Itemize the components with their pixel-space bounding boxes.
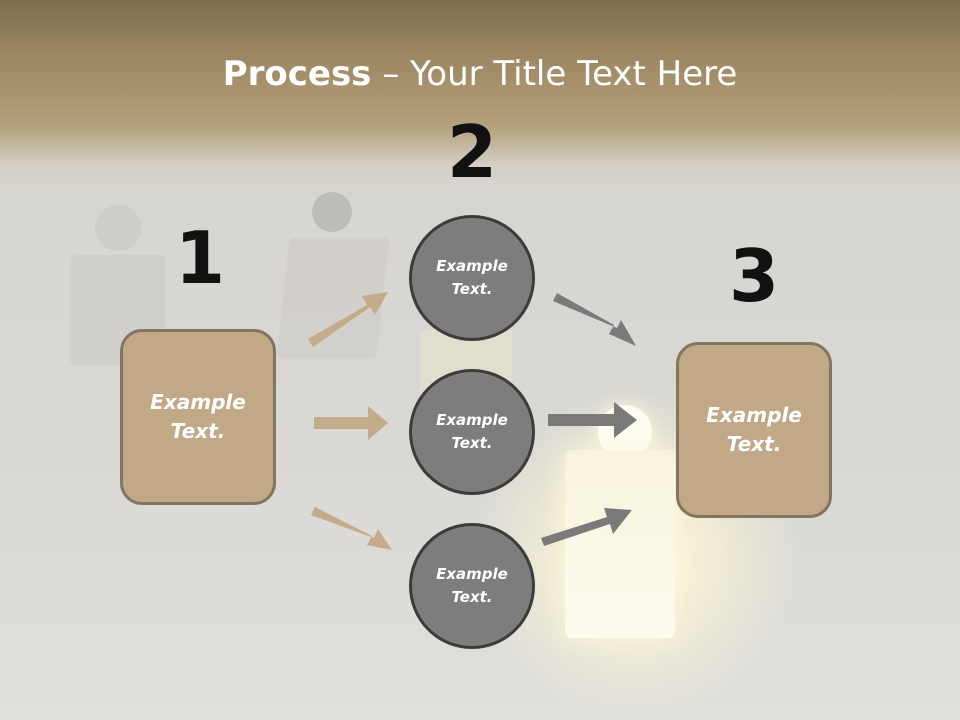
gray-arrow-down	[553, 293, 636, 346]
circle-bottom-text: Example Text.	[436, 565, 508, 606]
slide-title: Process – Your Title Text Here	[0, 52, 960, 96]
step-number-1: 1	[174, 216, 226, 300]
step-number-3: 3	[728, 234, 780, 318]
circle-middle: Example Text.	[409, 369, 535, 495]
tan-arrow-down	[311, 507, 392, 550]
circle-top-text: Example Text.	[436, 257, 508, 298]
left-step-box-text: Example Text.	[150, 390, 246, 443]
circle-middle-text: Example Text.	[436, 411, 508, 452]
step-number-2: 2	[446, 110, 498, 194]
title-rest: – Your Title Text Here	[371, 54, 738, 94]
circle-bottom: Example Text.	[409, 523, 535, 649]
right-step-box: Example Text.	[676, 342, 832, 518]
gray-arrow-up	[541, 508, 632, 546]
right-step-box-text: Example Text.	[706, 403, 802, 456]
tan-arrow-straight	[314, 406, 388, 440]
title-bold: Process	[222, 54, 372, 94]
circle-top: Example Text.	[409, 215, 535, 341]
left-step-box: Example Text.	[120, 329, 276, 505]
tan-arrow-up	[308, 292, 388, 347]
gray-arrow-straight	[548, 402, 637, 438]
